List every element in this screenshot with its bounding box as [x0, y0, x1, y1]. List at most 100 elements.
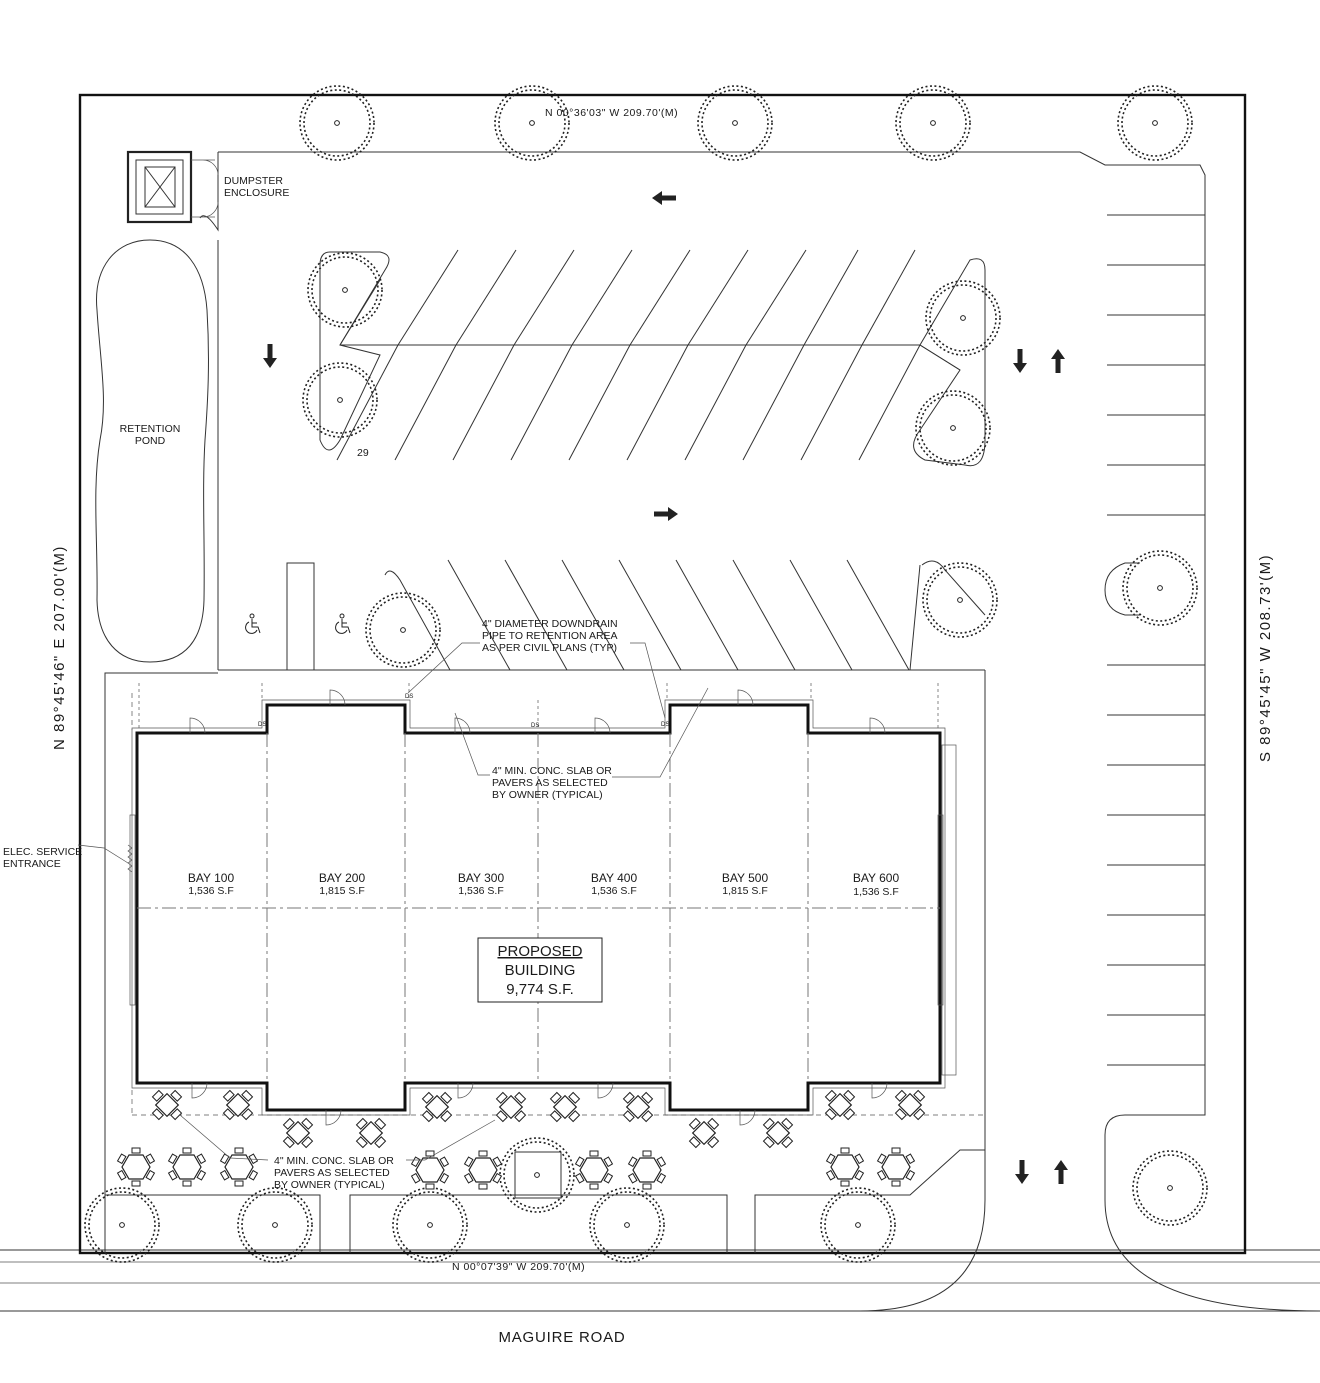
bay-area: 1,536 S.F [853, 886, 899, 898]
bay-label: BAY 200 [319, 871, 366, 885]
downdrain-note: PIPE TO RETENTION AREA [482, 630, 618, 642]
table-icon [222, 1089, 254, 1121]
traffic-arrow-down-icon [1013, 349, 1027, 373]
parking-stall-count: 29 [357, 447, 369, 459]
tree-icon [1117, 85, 1193, 161]
tree-icon [84, 1187, 160, 1263]
west-boundary-bearing: N 89°45'46" E 207.00'(M) [51, 545, 68, 750]
bay-area: 1,536 S.F [591, 885, 637, 897]
bay-label: BAY 400 [591, 871, 638, 885]
road [0, 1249, 1320, 1312]
elec-service-note: ELEC. SERVICE [3, 846, 82, 858]
retention-pond [95, 239, 209, 663]
slab-note: 4" MIN. CONC. SLAB OR [274, 1155, 394, 1167]
accessible-parking-icon [335, 613, 351, 634]
tree-icon [494, 85, 570, 161]
slab-note: PAVERS AS SELECTED [492, 777, 608, 789]
table-icon [116, 1147, 156, 1187]
pond-label: POND [135, 435, 166, 447]
elec-service-note: ENTRANCE [3, 858, 61, 870]
parking-lot-outline [104, 151, 1320, 1312]
tree-icon [499, 1137, 575, 1213]
dumpster-label: ENCLOSURE [224, 187, 289, 199]
slab-note: PAVERS AS SELECTED [274, 1167, 390, 1179]
table-icon [824, 1089, 856, 1121]
tree-icon [922, 562, 998, 638]
table-icon [574, 1150, 614, 1190]
bay-area: 1,815 S.F [722, 885, 768, 897]
table-icon [762, 1117, 794, 1149]
road-name: MAGUIRE ROAD [498, 1329, 625, 1346]
table-icon [688, 1117, 720, 1149]
tree-icon [1122, 550, 1198, 626]
dumpster-label: DUMPSTER [224, 175, 283, 187]
table-icon [463, 1150, 503, 1190]
downdrain-note: AS PER CIVIL PLANS (TYP) [482, 642, 617, 654]
table-icon [549, 1091, 581, 1123]
bay-label: BAY 600 [853, 871, 900, 885]
table-icon [167, 1147, 207, 1187]
table-icon [219, 1147, 259, 1187]
table-icon [894, 1089, 926, 1121]
tree-island [1104, 562, 1140, 616]
pond-label: RETENTION [120, 423, 181, 435]
downspout-tag: DS [531, 723, 539, 729]
accessible-parking-icon [245, 613, 261, 634]
tree-icon [915, 390, 991, 466]
slab-note: 4" MIN. CONC. SLAB OR [492, 765, 612, 777]
downspouts [138, 683, 939, 728]
table-icon [876, 1147, 916, 1187]
bay-area: 1,536 S.F [458, 885, 504, 897]
table-icon [825, 1147, 865, 1187]
table-icon [421, 1091, 453, 1123]
traffic-arrow-up-icon [1054, 1160, 1068, 1184]
traffic-arrow-down-icon [263, 344, 277, 368]
tree-planter [514, 1151, 562, 1199]
tree-icon [307, 252, 383, 328]
dumpster-enclosure [126, 150, 219, 224]
bay-label: BAY 100 [188, 871, 235, 885]
traffic-arrow-up-icon [1051, 349, 1065, 373]
table-icon [282, 1117, 314, 1149]
traffic-arrow-left-icon [652, 191, 676, 205]
tree-icon [237, 1187, 313, 1263]
downspout-tag: DS [258, 722, 266, 728]
building-title: PROPOSED [497, 943, 582, 960]
table-icon [622, 1091, 654, 1123]
tree-icon [392, 1187, 468, 1263]
tree-icon [302, 362, 378, 438]
tree-icon [365, 592, 441, 668]
traffic-arrow-right-icon [654, 507, 678, 521]
proposed-building [129, 689, 957, 1126]
table-icon [410, 1150, 450, 1190]
bay-area: 1,815 S.F [319, 885, 365, 897]
table-icon [495, 1091, 527, 1123]
slab-note: BY OWNER (TYPICAL) [274, 1179, 385, 1191]
downdrain-note: 4" DIAMETER DOWNDRAIN [482, 618, 618, 630]
building-area: 9,774 S.F. [506, 981, 574, 998]
slab-note: BY OWNER (TYPICAL) [492, 789, 603, 801]
north-boundary-bearing: N 00°36'03" W 209.70'(M) [545, 107, 678, 119]
bay-area: 1,536 S.F [188, 885, 234, 897]
downspout-tag: DS [405, 694, 413, 700]
south-boundary-bearing: N 00°07'39" W 209.70'(M) [452, 1261, 585, 1273]
bay-label: BAY 500 [722, 871, 769, 885]
tree-icon [1132, 1150, 1208, 1226]
elec-meter [127, 844, 133, 873]
building-label: PROPOSED BUILDING 9,774 S.F. [477, 937, 603, 1003]
downspout-tag: DS [661, 722, 669, 728]
tree-icon [895, 85, 971, 161]
bay-label: BAY 300 [458, 871, 505, 885]
tree-icon [299, 85, 375, 161]
table-icon [355, 1117, 387, 1149]
property-boundary [78, 93, 1247, 1255]
tree-icon [925, 280, 1001, 356]
building-subtitle: BUILDING [505, 962, 576, 979]
bay-labels: BAY 100 1,536 S.F BAY 200 1,815 S.F BAY … [188, 871, 900, 898]
tree-icon [697, 85, 773, 161]
south-parking-stalls [286, 559, 986, 671]
tree-icon [820, 1187, 896, 1263]
central-parking-island [319, 249, 986, 467]
callout-leaders [77, 642, 709, 1161]
